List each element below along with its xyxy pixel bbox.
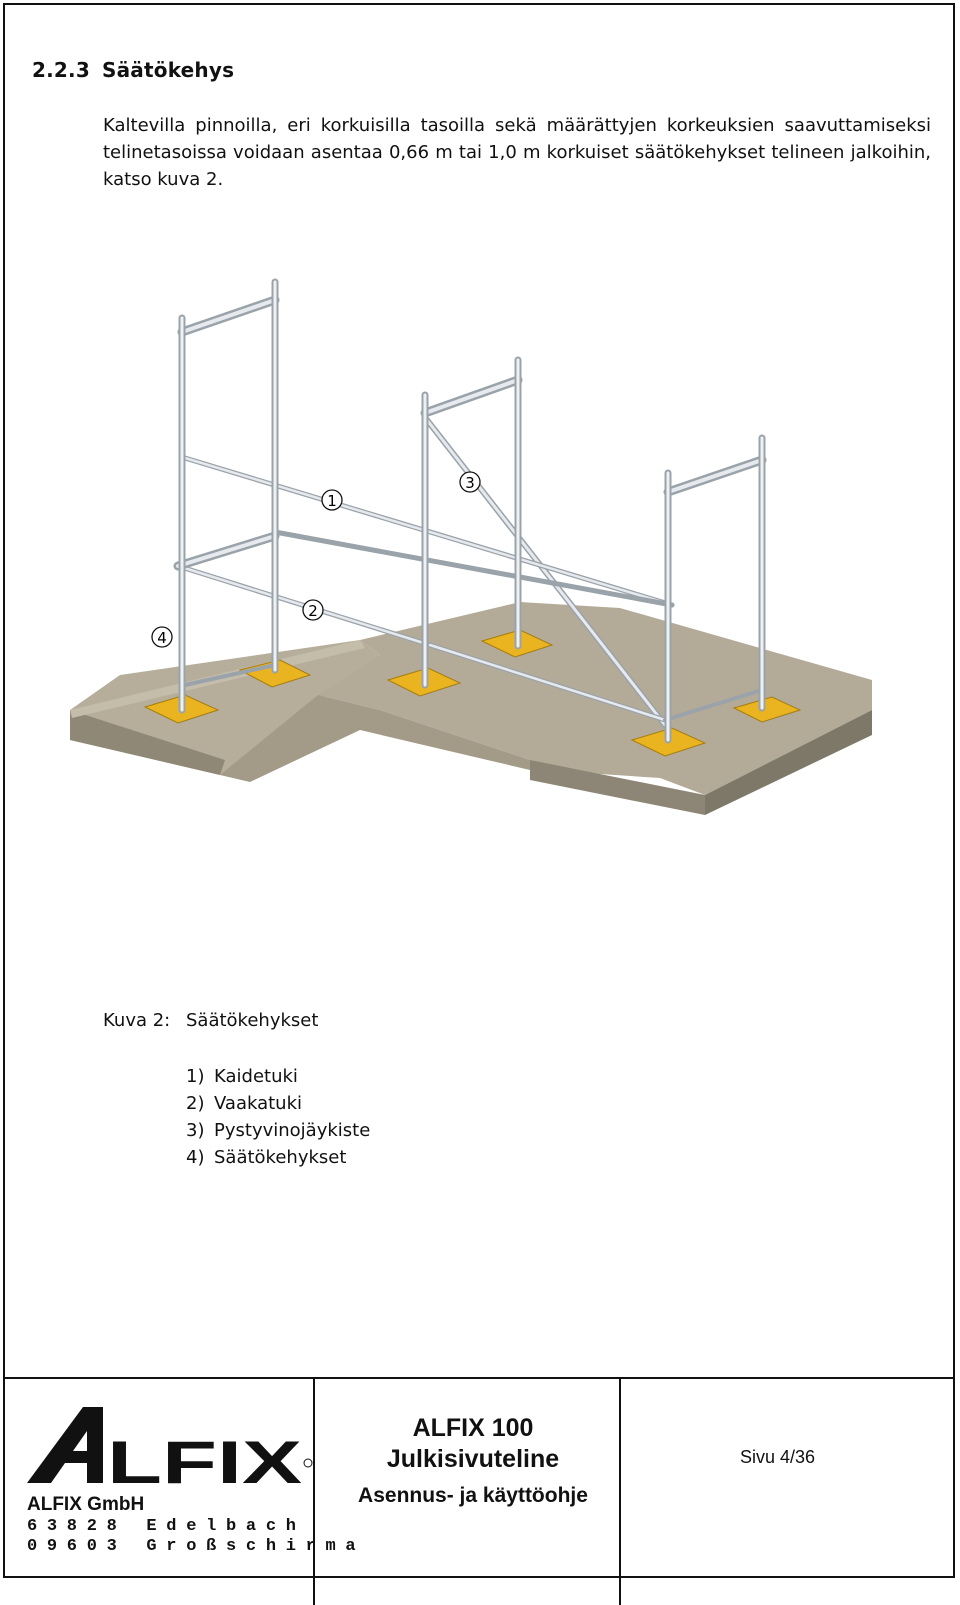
legend-item: 4) Säätökehykset [186, 1144, 370, 1171]
section-number: 2.2.3 [32, 58, 90, 82]
legend-number: 2) [186, 1093, 205, 1114]
callout-3-label: 3 [465, 474, 475, 492]
legend-text: Säätökehykset [214, 1147, 347, 1168]
callout-1-label: 1 [327, 492, 337, 510]
callout-2-label: 2 [308, 602, 318, 620]
callout-2: 2 [302, 599, 324, 621]
callout-4: 4 [151, 626, 173, 648]
product-name: ALFIX 100 [412, 1414, 534, 1442]
product-type: Julkisivuteline [386, 1445, 560, 1473]
section-heading: 2.2.3 Säätökehys [32, 58, 234, 82]
legend-text: Kaidetuki [214, 1066, 298, 1087]
address-line-2: 09603 Großschirma [27, 1537, 366, 1556]
alfix-logo: LFIX [27, 1407, 313, 1485]
page-frame [3, 3, 955, 1578]
figure-caption: Kuva 2: Säätökehykset [103, 1010, 318, 1031]
legend-item: 1) Kaidetuki [186, 1063, 370, 1090]
legend-text: Vaakatuki [214, 1093, 303, 1114]
intro-paragraph: Kaltevilla pinnoilla, eri korkuisilla ta… [103, 115, 931, 190]
section-title: Säätökehys [102, 58, 235, 82]
legend-text: Pystyvinojäykiste [214, 1120, 371, 1141]
footer-divider [313, 1379, 315, 1605]
company-name: ALFIX GmbH [27, 1494, 145, 1515]
caption-label: Kuva 2: [103, 1010, 171, 1031]
legend-number: 1) [186, 1066, 205, 1087]
legend-item: 2) Vaakatuki [186, 1090, 370, 1117]
callout-4-label: 4 [157, 629, 167, 647]
legend-number: 4) [186, 1147, 205, 1168]
scaffold-figure: 1 2 3 4 [70, 278, 872, 815]
callout-1: 1 [321, 489, 343, 511]
svg-text:LFIX: LFIX [107, 1429, 302, 1485]
manual-title: Asennus- ja käyttöohje [358, 1484, 588, 1507]
callout-3: 3 [459, 471, 481, 493]
page-number: Sivu 4/36 [740, 1447, 816, 1467]
footer-divider [619, 1379, 621, 1605]
page-footer: LFIX ALFIX GmbH 63828 Edelbach 09603 Gro… [5, 1377, 955, 1605]
address-line-1: 63828 Edelbach [27, 1517, 306, 1536]
legend-number: 3) [186, 1120, 205, 1141]
scaffold-frames [173, 278, 767, 744]
caption-title: Säätökehykset [186, 1010, 319, 1031]
figure-legend: 1) Kaidetuki 2) Vaakatuki 3) Pystyvinojäyki… [186, 1063, 370, 1171]
legend-item: 3) Pystyvinojäykiste [186, 1117, 370, 1144]
